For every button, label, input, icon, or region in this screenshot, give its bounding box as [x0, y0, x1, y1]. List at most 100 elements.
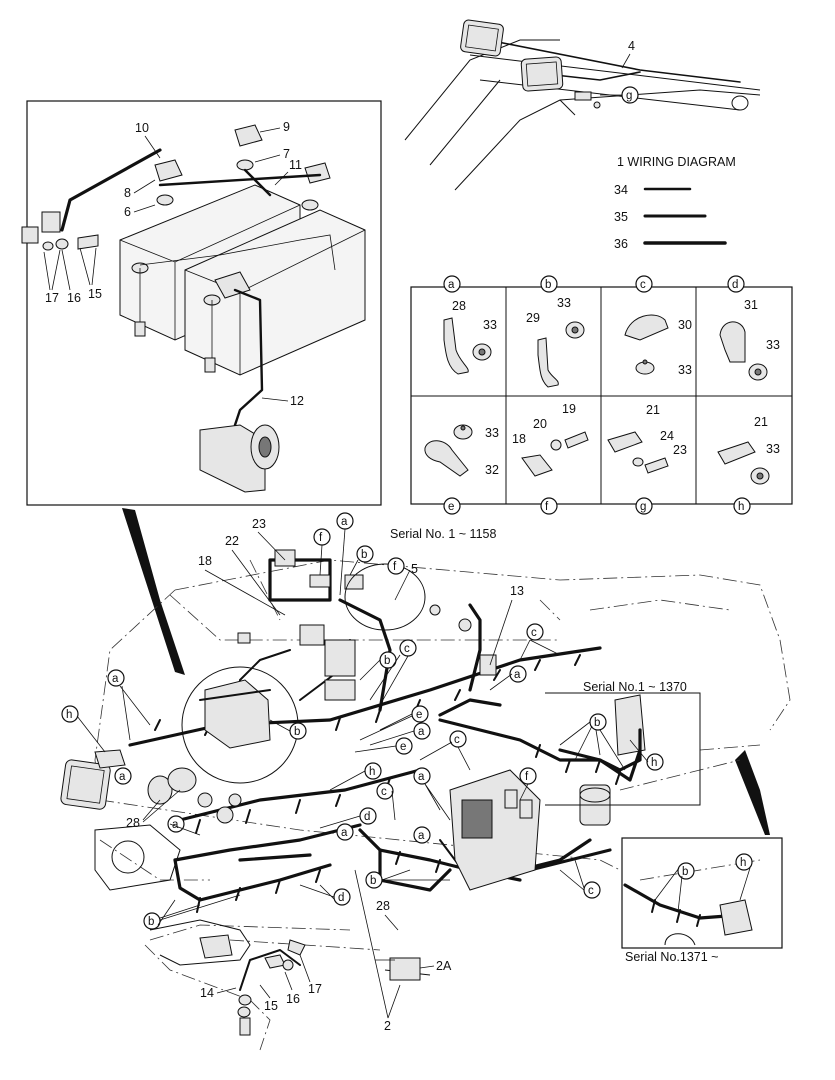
clamp-cell-e: e 33 32 [424, 424, 499, 515]
svg-text:18: 18 [512, 432, 526, 446]
letter-h-3: h [646, 753, 664, 771]
svg-text:33: 33 [678, 363, 692, 377]
svg-text:24: 24 [660, 429, 674, 443]
svg-text:18: 18 [198, 554, 212, 568]
svg-text:28: 28 [452, 299, 466, 313]
svg-text:31: 31 [744, 298, 758, 312]
svg-text:h: h [651, 757, 657, 769]
svg-text:b: b [594, 717, 600, 729]
letter-a-1: a [336, 512, 354, 530]
letter-c-2: c [399, 639, 417, 657]
clamp-cell-d: d 31 33 [719, 275, 780, 381]
svg-text:b: b [682, 866, 688, 878]
svg-text:23: 23 [252, 517, 266, 531]
letter-a-6: a [114, 767, 132, 785]
serial-1158-label: Serial No. 1 ~ 1158 [390, 527, 496, 541]
letter-d-1: d [359, 807, 377, 825]
label-6: 6 [124, 205, 131, 219]
svg-text:23: 23 [673, 443, 687, 457]
letter-e-1: e [411, 705, 429, 723]
svg-text:2A: 2A [436, 959, 452, 973]
svg-text:c: c [531, 627, 537, 639]
label-9: 9 [283, 120, 290, 134]
wiring-diagram-label: 1 WIRING DIAGRAM [617, 155, 736, 169]
svg-text:c: c [404, 643, 410, 655]
svg-text:33: 33 [483, 318, 497, 332]
svg-text:f: f [545, 501, 549, 513]
label-10: 10 [135, 121, 149, 135]
clamp-cell-f: f 20 19 18 [512, 402, 589, 515]
starter-motor-icon [199, 424, 280, 493]
serial-1370-label: Serial No.1 ~ 1370 [583, 680, 687, 694]
label-16: 16 [67, 291, 81, 305]
svg-text:17: 17 [308, 982, 322, 996]
letter-f-3: f [519, 767, 537, 785]
svg-text:b: b [384, 655, 390, 667]
svg-text:d: d [338, 892, 344, 904]
label-35: 35 [614, 210, 628, 224]
svg-text:b: b [294, 726, 300, 738]
label-g: g [626, 90, 632, 102]
letter-h-2: h [364, 762, 382, 780]
letter-c-5: c [583, 881, 601, 899]
label-15: 15 [88, 287, 102, 301]
clamp-cell-a: a 28 33 [443, 275, 497, 375]
letter-h-4: h [735, 853, 753, 871]
components [60, 549, 646, 1036]
svg-text:a: a [448, 279, 455, 291]
main-letter-labels: a f b f c b c a h a e a e b h c a f a d … [61, 512, 753, 930]
ties-legend: 1 WIRING DIAGRAM 34 35 36 [614, 155, 736, 251]
battery-inset: 10 9 7 8 11 6 17 16 15 12 [21, 100, 382, 506]
letter-a-5: a [413, 767, 431, 785]
letter-b-7: b [677, 862, 695, 880]
svg-text:33: 33 [766, 442, 780, 456]
svg-text:13: 13 [510, 584, 524, 598]
svg-text:33: 33 [557, 296, 571, 310]
svg-text:a: a [418, 726, 425, 738]
label-7: 7 [283, 147, 290, 161]
letter-h-1: h [61, 705, 79, 723]
clamp-cell-b: b 33 29 [526, 275, 585, 388]
svg-text:21: 21 [646, 403, 660, 417]
main-number-labels: 23 22 18 5 13 28 28 2A 2 14 15 16 17 [126, 517, 524, 1033]
svg-text:a: a [119, 771, 126, 783]
inset-pointer [122, 508, 185, 675]
svg-text:29: 29 [526, 311, 540, 325]
clamp-table [410, 286, 793, 505]
work-light-icon [520, 56, 564, 92]
clamp-cell-h: h 21 33 [717, 415, 780, 515]
serial-1371-box: Serial No.1371 ~ [621, 837, 783, 964]
clamp-cell-c: c 30 33 [624, 275, 692, 377]
svg-text:b: b [361, 549, 367, 561]
svg-text:b: b [545, 279, 551, 291]
svg-text:a: a [341, 827, 348, 839]
svg-text:a: a [418, 830, 425, 842]
letter-e-2: e [395, 737, 413, 755]
svg-text:14: 14 [200, 986, 214, 1000]
svg-text:h: h [369, 766, 375, 778]
svg-text:2: 2 [384, 1019, 391, 1033]
letter-a-3: a [509, 665, 527, 683]
svg-text:f: f [393, 561, 397, 573]
svg-text:5: 5 [411, 562, 418, 576]
svg-text:a: a [112, 673, 119, 685]
front-work-light-icon [60, 749, 126, 810]
serial-1370-box: Serial No.1 ~ 1370 [545, 680, 701, 806]
svg-text:33: 33 [485, 426, 499, 440]
svg-text:f: f [319, 532, 323, 544]
svg-text:f: f [525, 771, 529, 783]
svg-text:h: h [738, 501, 744, 513]
letter-d-2: d [333, 888, 351, 906]
letter-c-4: c [376, 782, 394, 800]
svg-text:32: 32 [485, 463, 499, 477]
label-8: 8 [124, 186, 131, 200]
svg-text:g: g [640, 501, 646, 513]
clamp-cell-g: g 21 24 23 [607, 403, 687, 515]
inset-pointer-right [735, 750, 770, 835]
letter-b-2: b [379, 651, 397, 669]
svg-text:d: d [364, 811, 370, 823]
svg-text:b: b [370, 875, 376, 887]
svg-text:22: 22 [225, 534, 239, 548]
letter-a-4: a [413, 722, 431, 740]
